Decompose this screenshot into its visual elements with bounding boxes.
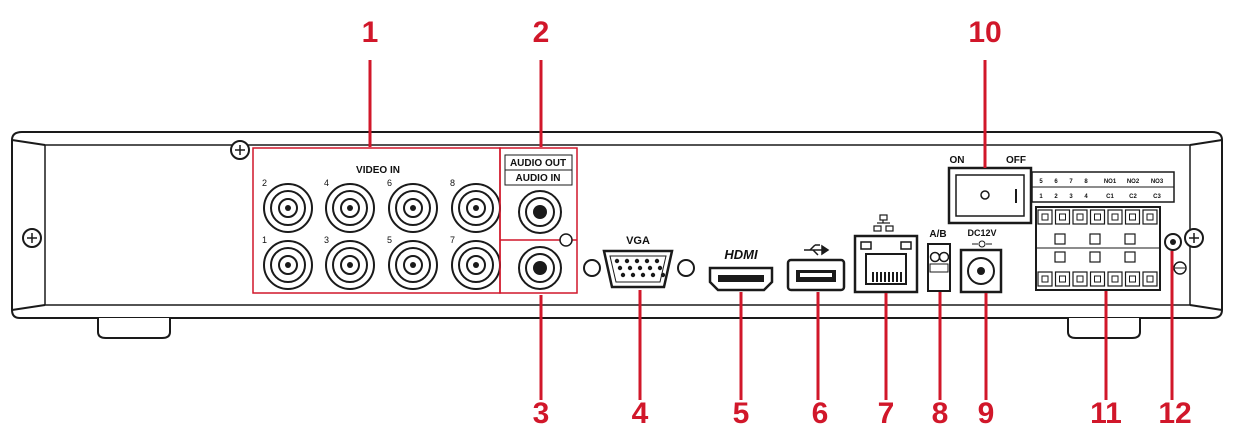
callout-12: 12 [1158, 397, 1192, 430]
bnc-connector [263, 240, 313, 290]
bnc-channel-number: 7 [450, 235, 455, 245]
callout-10: 10 [968, 16, 1002, 49]
power-switch: ON OFF [947, 155, 1033, 225]
hdmi-label: HDMI [724, 247, 758, 262]
callout-11: 11 [1090, 397, 1122, 430]
audio-in-jack [518, 246, 562, 290]
bnc-connector [451, 240, 501, 290]
usb-port [786, 244, 846, 292]
bnc-channel-number: 2 [262, 178, 267, 188]
callout-6: 6 [811, 397, 829, 430]
terminal-label-bottom: C2 [1129, 194, 1137, 200]
terminal-label-top: 5 [1039, 179, 1043, 185]
vga-label: VGA [626, 235, 650, 247]
bnc-connector [388, 240, 438, 290]
lan-port [853, 214, 919, 294]
callout-7: 7 [877, 397, 895, 430]
terminal-label-bottom: 3 [1069, 194, 1073, 200]
dc12v-label: DC12V [967, 228, 996, 238]
bnc-connectors: 2 4 6 8 1 3 5 7 [262, 178, 501, 290]
terminal-label-bottom: 1 [1039, 194, 1043, 200]
terminal-label-top: 6 [1054, 179, 1058, 185]
bnc-channel-number: 8 [450, 178, 455, 188]
terminal-label-bottom: 4 [1084, 194, 1088, 200]
network-icon [873, 214, 894, 232]
ab-label: A/B [929, 229, 946, 240]
callout-leaders [368, 60, 1174, 400]
callout-5: 5 [732, 397, 750, 430]
off-label: OFF [1006, 155, 1026, 166]
bnc-connector [325, 183, 375, 233]
terminal-label-top: NO3 [1151, 179, 1164, 185]
power-port: DC12V [959, 228, 1003, 294]
bnc-channel-number: 5 [387, 235, 392, 245]
screw-icon [22, 228, 42, 248]
screw-icon [230, 140, 250, 160]
ground-screw [1164, 233, 1187, 275]
bnc-connector [263, 183, 313, 233]
bnc-connector [388, 183, 438, 233]
callout-9: 9 [977, 397, 995, 430]
vga-port: VGA [583, 235, 695, 289]
callout-1: 1 [361, 16, 379, 49]
lan-pins [872, 272, 902, 282]
terminal-label-top: 7 [1069, 179, 1073, 185]
terminal-label-bottom: C3 [1153, 194, 1161, 200]
vga-pins [614, 258, 666, 278]
chassis-screws [22, 140, 1204, 248]
chassis [11, 131, 1223, 319]
ab-port: A/B [927, 229, 951, 292]
callout-4: 4 [631, 397, 649, 430]
polarity-icon [972, 240, 992, 248]
bnc-channel-number: 4 [324, 178, 329, 188]
bnc-channel-number: 3 [324, 235, 329, 245]
screw-icon [1184, 228, 1204, 248]
terminal-label-top: NO2 [1127, 179, 1140, 185]
callout-3: 3 [532, 397, 550, 430]
audio-out-label: AUDIO OUT [510, 158, 566, 169]
terminal-label-bottom: C1 [1106, 194, 1114, 200]
callout-8: 8 [931, 397, 949, 430]
video-in-group: VIDEO IN 2 4 6 8 1 3 5 7 [252, 147, 501, 294]
audio-group: AUDIO OUT AUDIO IN [499, 147, 578, 294]
usb-icon [804, 244, 830, 256]
terminal-labels: 5 6 7 8 NO1 NO2 NO3 1 2 3 4 C1 C2 C3 [1039, 179, 1164, 200]
bnc-connector [451, 183, 501, 233]
chassis-feet [97, 318, 1141, 339]
hdmi-port: HDMI [708, 247, 774, 292]
video-in-label: VIDEO IN [356, 165, 400, 176]
audio-in-label: AUDIO IN [516, 173, 561, 184]
callout-2: 2 [532, 16, 550, 49]
alarm-terminal-block: 5 6 7 8 NO1 NO2 NO3 1 2 3 4 C1 C2 C3 [1031, 171, 1175, 291]
terminal-label-top: 8 [1084, 179, 1088, 185]
terminal-label-bottom: 2 [1054, 194, 1058, 200]
audio-out-jack [518, 190, 562, 234]
on-label: ON [950, 155, 965, 166]
bnc-channel-number: 1 [262, 235, 267, 245]
bnc-connector [325, 240, 375, 290]
terminal-contacts [1036, 209, 1160, 287]
terminal-label-top: NO1 [1104, 179, 1117, 185]
bnc-channel-number: 6 [387, 178, 392, 188]
screw-icon [559, 233, 573, 247]
